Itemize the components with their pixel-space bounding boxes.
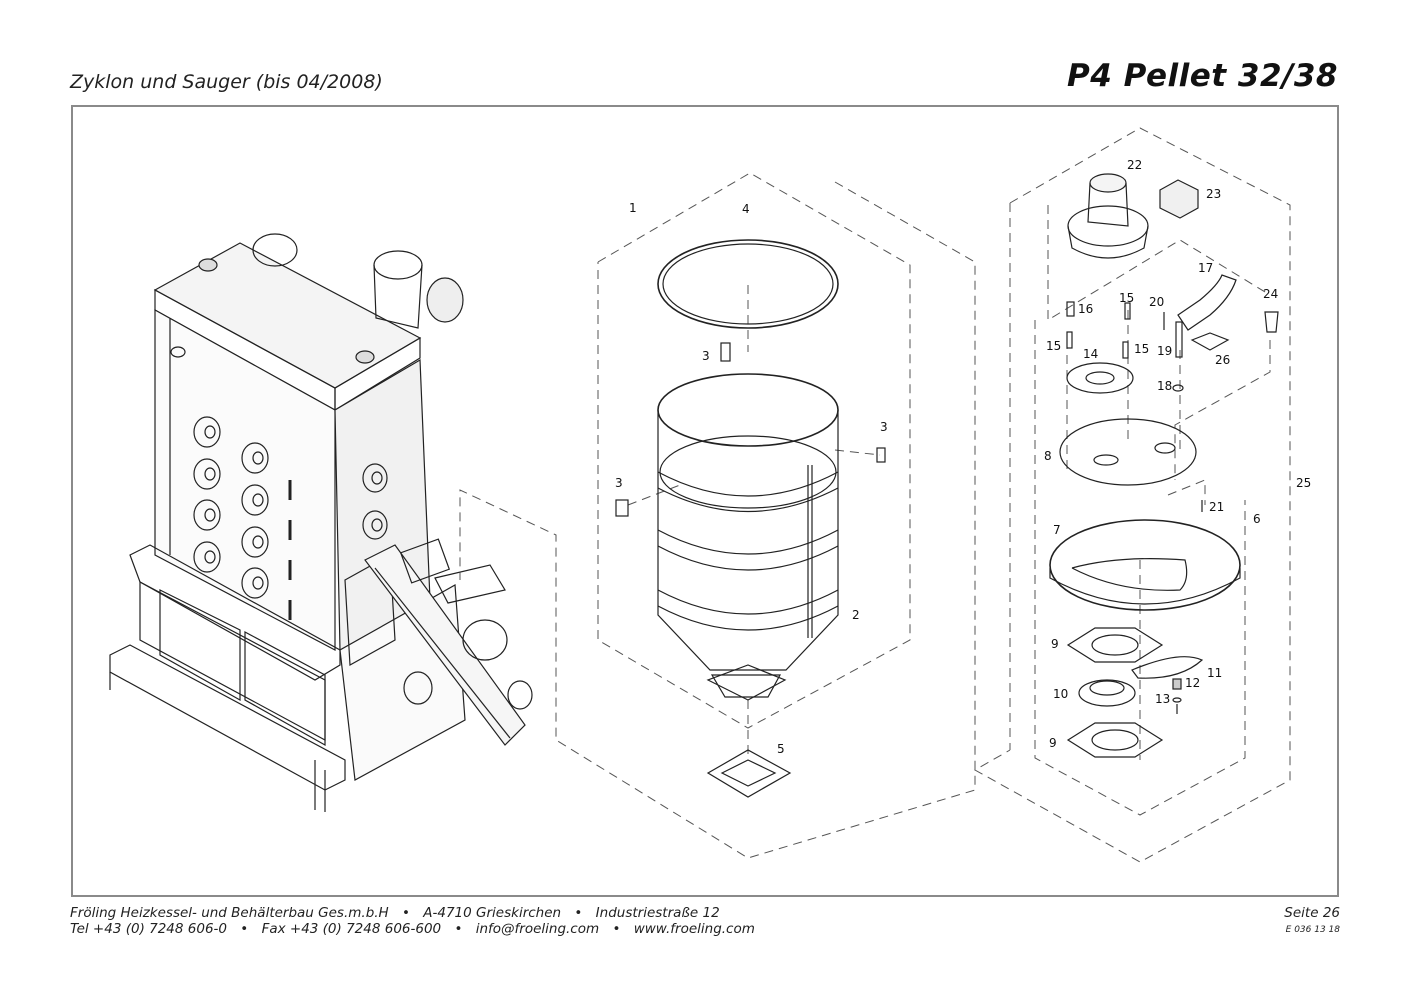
part-label-24: 24: [1263, 287, 1278, 301]
part-number-labels: 1 2 3 3 3 4 5 6 7 8 9 9 10 11 12 13 14 1…: [615, 158, 1311, 756]
part-label-15-left: 15: [1046, 339, 1061, 353]
part-label-9-top: 9: [1051, 637, 1059, 651]
part-label-4: 4: [742, 202, 750, 216]
part-label-2: 2: [852, 608, 860, 622]
part-label-19: 19: [1157, 344, 1172, 358]
part-label-15-top: 15: [1119, 291, 1134, 305]
page-title: P4 Pellet 32/38: [1067, 58, 1338, 94]
footer-line-2: Tel +43 (0) 7248 606-0 • Fax +43 (0) 724…: [70, 921, 755, 937]
part-label-9-bottom: 9: [1049, 736, 1057, 750]
part-label-10: 10: [1053, 687, 1068, 701]
part-label-13: 13: [1155, 692, 1170, 706]
part-label-26: 26: [1215, 353, 1230, 367]
part-label-7: 7: [1053, 523, 1061, 537]
document-number: E 036 13 18: [1285, 925, 1340, 935]
part-label-1: 1: [629, 201, 637, 215]
footer-fax: Fax +43 (0) 7248 606-600: [261, 921, 442, 937]
boiler-assembly: [109, 233, 533, 812]
part-label-16: 16: [1078, 302, 1093, 316]
part-label-3-left: 3: [615, 476, 623, 490]
footer-line-1: Fröling Heizkessel- und Behälterbau Ges.…: [70, 905, 720, 921]
part-label-21: 21: [1209, 500, 1224, 514]
footer-company: Fröling Heizkessel- und Behälterbau Ges.…: [70, 905, 389, 921]
footer-web[interactable]: www.froeling.com: [633, 921, 755, 937]
part-label-18: 18: [1157, 379, 1172, 393]
page-number: Seite 26: [1284, 905, 1340, 921]
part-label-22: 22: [1127, 158, 1142, 172]
part-label-3-right: 3: [880, 420, 888, 434]
part-label-11: 11: [1207, 666, 1222, 680]
drawing-frame: [71, 105, 1339, 897]
part-label-14: 14: [1083, 347, 1098, 361]
part-label-5: 5: [777, 742, 785, 756]
part-label-23: 23: [1206, 187, 1221, 201]
part-label-6: 6: [1253, 512, 1261, 526]
vacuum-group-outline: [973, 127, 1291, 863]
vacuum-parts: [1049, 173, 1279, 758]
part-label-17: 17: [1198, 261, 1213, 275]
cyclone-group-outline: [459, 172, 976, 859]
part-label-25: 25: [1296, 476, 1311, 490]
part-label-20: 20: [1149, 295, 1164, 309]
footer-tel: Tel +43 (0) 7248 606-0: [70, 921, 227, 937]
part-label-12: 12: [1185, 676, 1200, 690]
part-label-8: 8: [1044, 449, 1052, 463]
page-subtitle: Zyklon und Sauger (bis 04/2008): [70, 71, 383, 93]
footer-address: A-4710 Grieskirchen: [423, 905, 562, 921]
part-label-3-top: 3: [702, 349, 710, 363]
footer-street: Industriestraße 12: [595, 905, 720, 921]
part-label-15-mid: 15: [1134, 342, 1149, 356]
inspection-ports: [193, 416, 388, 599]
cyclone-parts: [615, 239, 886, 798]
footer-email[interactable]: info@froeling.com: [475, 921, 600, 937]
